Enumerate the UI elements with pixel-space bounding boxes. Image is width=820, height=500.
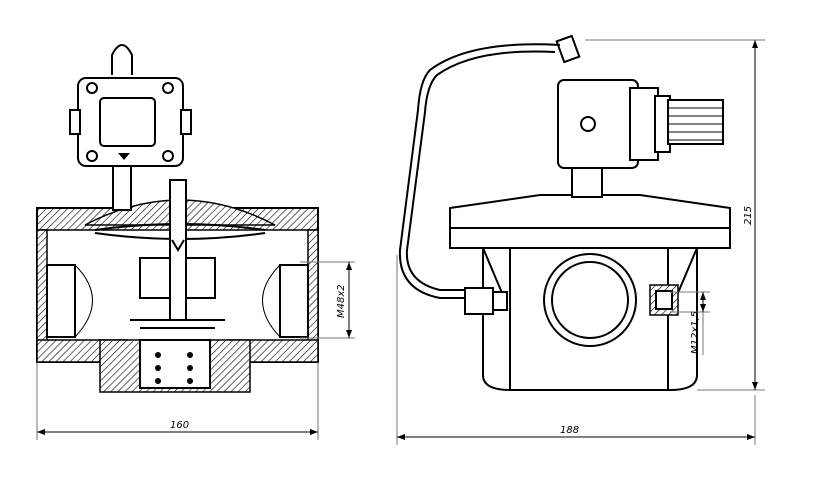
dimension-m12x1-5: M12x1,5 [670,291,710,355]
dimension-215: 215 [585,39,765,391]
thread-dimension-label: M48x2 [336,284,347,318]
dimension-160: 160 [36,362,319,440]
impulse-tube [398,43,561,315]
diaphragm-cover [84,179,276,321]
width-dimension-label: 160 [170,420,189,431]
front-section-view: 160 M48x2 [36,44,355,440]
dimension-188: 188 [396,255,756,445]
pilot-actuator-side [555,34,724,198]
height-dimension-label: 215 [743,206,754,225]
thread-dimension-label: M12x1,5 [690,311,701,354]
dimension-m48x2: M48x2 [300,261,355,339]
valve-body [449,194,731,391]
pilot-actuator [69,44,192,211]
width-dimension-label: 188 [560,425,579,436]
side-view: 188 215 M12x1,5 [396,34,765,445]
